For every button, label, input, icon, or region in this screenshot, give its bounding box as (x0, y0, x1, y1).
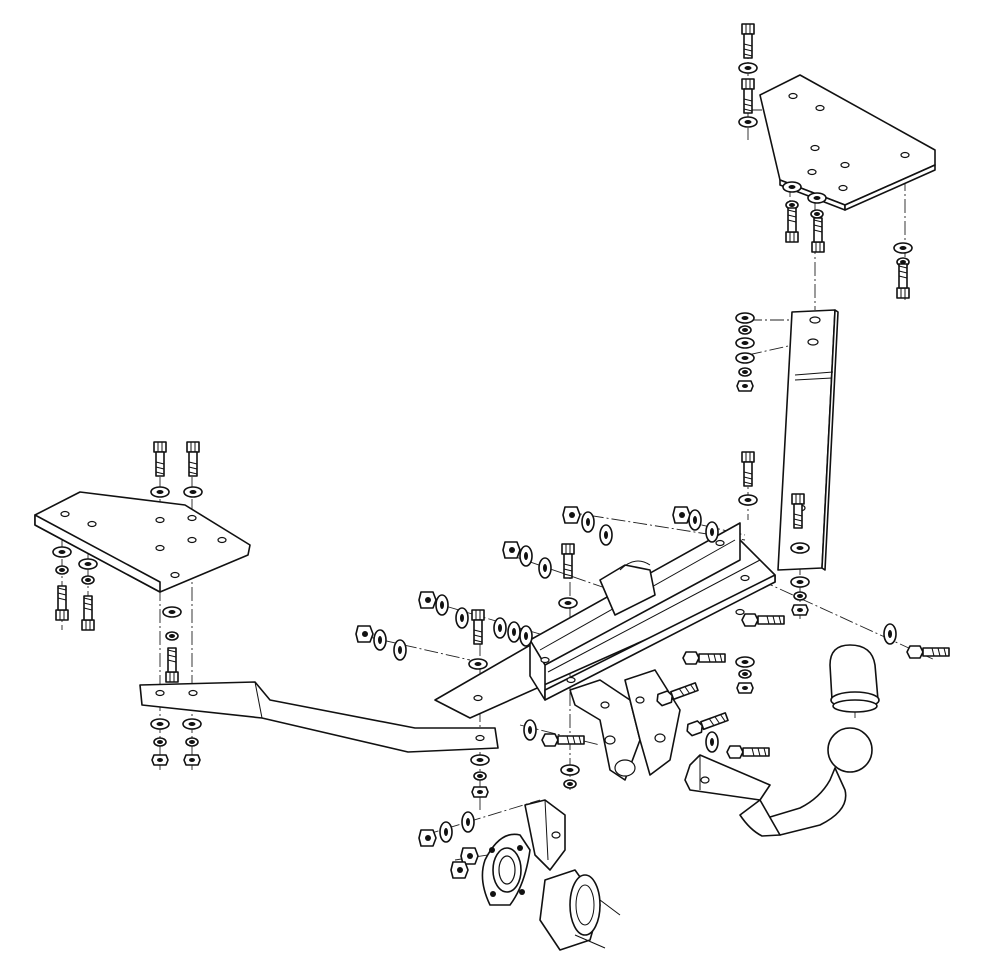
electrical-socket (481, 833, 621, 951)
right-side-arm (777, 309, 839, 571)
center-mount (569, 560, 681, 781)
left-side-arm (139, 681, 499, 753)
tow-ball-arm (684, 727, 873, 837)
left-bracket-plate (34, 491, 251, 593)
ball-cap (829, 644, 880, 713)
socket-plate (524, 799, 566, 871)
